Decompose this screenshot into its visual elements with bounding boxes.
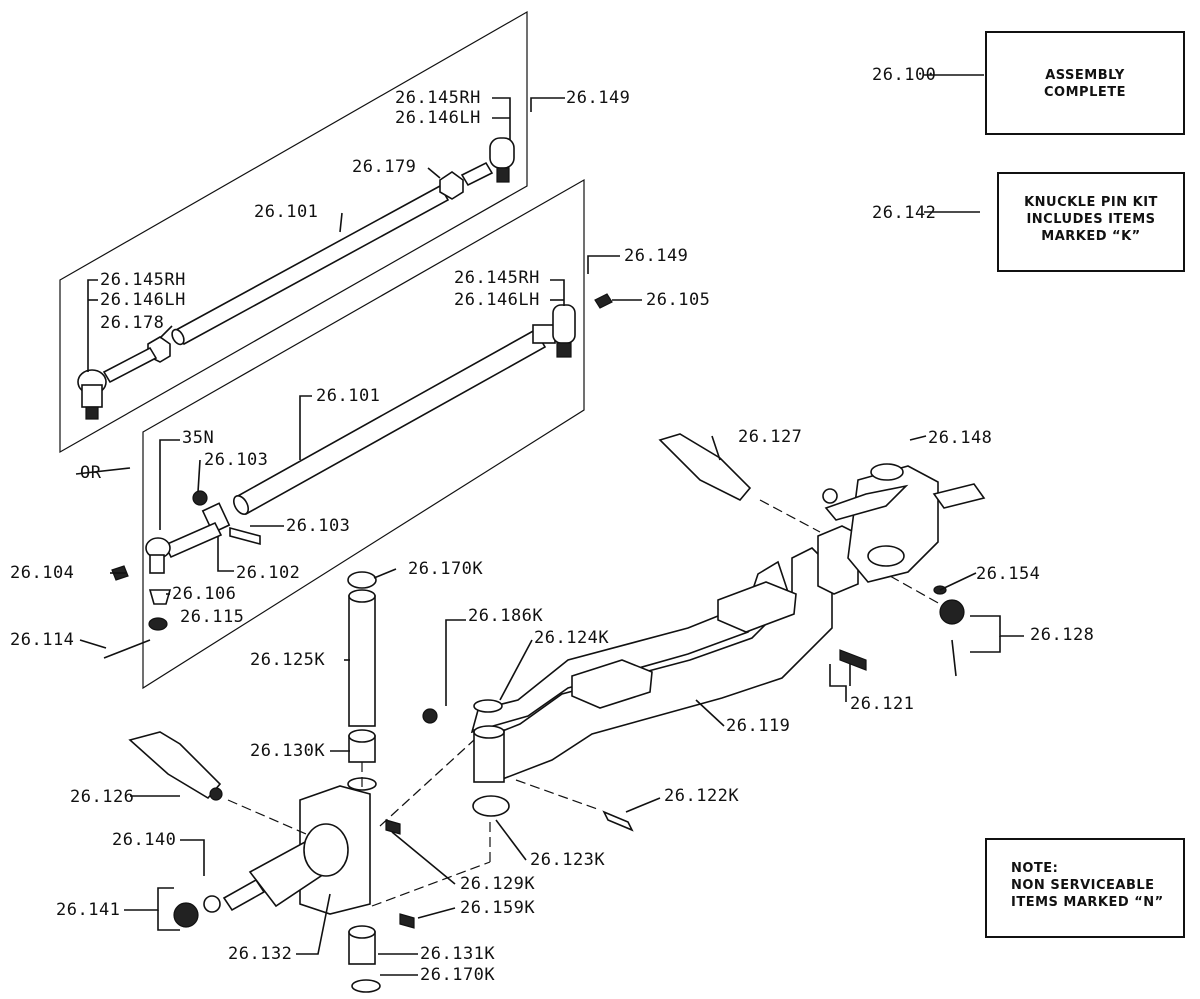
label-26-127: 26.127 bbox=[738, 427, 803, 447]
left-steering-knuckle bbox=[128, 731, 415, 993]
label-26-130k: 26.130K bbox=[250, 741, 326, 761]
label-26-170k-bottom: 26.170K bbox=[420, 965, 496, 985]
assembly-lines bbox=[227, 499, 941, 907]
axle-beam bbox=[422, 525, 867, 832]
label-26-179: 26.179 bbox=[352, 157, 417, 177]
label-or: OR bbox=[80, 463, 102, 483]
assembly-box-line2: COMPLETE bbox=[1044, 85, 1126, 100]
label-26-140: 26.140 bbox=[112, 830, 177, 850]
label-26-114: 26.114 bbox=[10, 630, 75, 650]
label-26-154: 26.154 bbox=[976, 564, 1041, 584]
label-26-148: 26.148 bbox=[928, 428, 993, 448]
label-26-100: 26.100 bbox=[872, 65, 937, 85]
label-26-103-a: 26.103 bbox=[204, 450, 269, 470]
label-26-146lh-left: 26.146LH bbox=[100, 290, 186, 310]
label-26-159k: 26.159K bbox=[460, 898, 536, 918]
kingpin-stack bbox=[347, 571, 377, 791]
label-26-128: 26.128 bbox=[1030, 625, 1095, 645]
label-26-146lh-upper: 26.146LH bbox=[395, 108, 481, 128]
note-box-line2: NON SERVICEABLE bbox=[1011, 878, 1155, 893]
label-26-115: 26.115 bbox=[180, 607, 245, 627]
note-box-line3: ITEMS MARKED “N” bbox=[1011, 895, 1164, 910]
label-26-145rh-right: 26.145RH bbox=[454, 268, 540, 288]
label-26-123k: 26.123K bbox=[530, 850, 606, 870]
label-26-141: 26.141 bbox=[56, 900, 121, 920]
label-26-129k: 26.129K bbox=[460, 874, 536, 894]
label-26-125k: 26.125K bbox=[250, 650, 326, 670]
label-26-145rh-left: 26.145RH bbox=[100, 270, 186, 290]
label-26-170k-top: 26.170K bbox=[408, 559, 484, 579]
kit-box-line2: INCLUDES ITEMS bbox=[1026, 212, 1156, 227]
label-26-186k: 26.186K bbox=[468, 606, 544, 626]
lower-tie-rod-panel bbox=[103, 178, 613, 690]
note-box: NOTE: NON SERVICEABLE ITEMS MARKED “N” bbox=[985, 838, 1185, 938]
label-26-149-upper: 26.149 bbox=[566, 88, 631, 108]
kit-box-line1: KNUCKLE PIN KIT bbox=[1024, 195, 1158, 210]
label-26-122k: 26.122K bbox=[664, 786, 740, 806]
label-26-101-lower: 26.101 bbox=[316, 386, 381, 406]
assembly-box-line1: ASSEMBLY bbox=[1045, 68, 1125, 83]
note-box-line1: NOTE: bbox=[1011, 861, 1059, 876]
upper-tie-rod-panel bbox=[59, 10, 528, 454]
label-26-126: 26.126 bbox=[70, 787, 135, 807]
right-steering-knuckle bbox=[658, 433, 986, 677]
assembly-complete-box: ASSEMBLY COMPLETE bbox=[985, 31, 1185, 135]
knuckle-pin-kit-box: KNUCKLE PIN KIT INCLUDES ITEMS MARKED “K… bbox=[997, 172, 1185, 272]
label-26-178: 26.178 bbox=[100, 313, 165, 333]
label-26-149-lower: 26.149 bbox=[624, 246, 689, 266]
label-26-142: 26.142 bbox=[872, 203, 937, 223]
label-35n: 35N bbox=[182, 428, 215, 448]
label-26-104: 26.104 bbox=[10, 563, 75, 583]
label-26-132: 26.132 bbox=[228, 944, 293, 964]
label-26-124k: 26.124K bbox=[534, 628, 610, 648]
label-26-131k: 26.131K bbox=[420, 944, 496, 964]
label-26-106: 26.106 bbox=[172, 584, 237, 604]
label-26-121: 26.121 bbox=[850, 694, 915, 714]
label-26-103-b: 26.103 bbox=[286, 516, 351, 536]
label-26-146lh-right: 26.146LH bbox=[454, 290, 540, 310]
label-26-145rh-upper: 26.145RH bbox=[395, 88, 481, 108]
kit-box-line3: MARKED “K” bbox=[1041, 229, 1141, 244]
leader-lines bbox=[75, 74, 1024, 976]
label-26-105: 26.105 bbox=[646, 290, 711, 310]
label-26-119: 26.119 bbox=[726, 716, 791, 736]
label-26-101-upper: 26.101 bbox=[254, 202, 319, 222]
label-26-102: 26.102 bbox=[236, 563, 301, 583]
